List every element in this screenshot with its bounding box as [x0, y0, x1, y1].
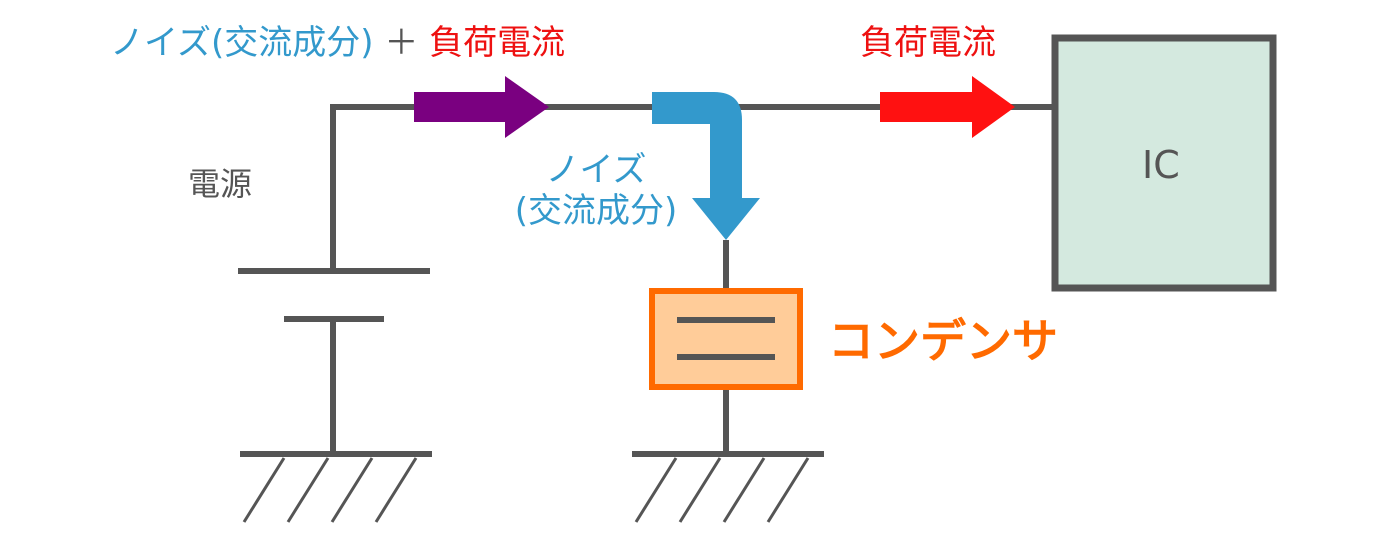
load-current-text: 負荷電流 [429, 23, 566, 63]
noise-branch-label: ノイズ (交流成分) [496, 150, 696, 232]
noise-ac-text: ノイズ(交流成分) [110, 23, 374, 63]
noise-branch-line1: ノイズ [545, 150, 647, 190]
capacitor-box [649, 288, 803, 390]
ground-symbol-left [240, 451, 432, 523]
noise-branch-line2: (交流成分) [514, 190, 678, 231]
power-source-label: 電源 [188, 165, 253, 203]
ground-symbol-right [632, 451, 824, 523]
plus-sign: ＋ [384, 23, 419, 63]
main-wire [330, 104, 1055, 270]
ic-box [1051, 34, 1277, 292]
noise-plus-load-label: ノイズ(交流成分) ＋ 負荷電流 [110, 26, 565, 60]
noise-plus-load-arrow [414, 76, 549, 138]
load-current-arrow [880, 76, 1015, 138]
load-current-label-right: 負荷電流 [860, 23, 996, 63]
noise-branch-arrow [652, 92, 760, 240]
ic-label: IC [1142, 143, 1180, 187]
capacitor-label: コンデンサ [828, 314, 1058, 368]
